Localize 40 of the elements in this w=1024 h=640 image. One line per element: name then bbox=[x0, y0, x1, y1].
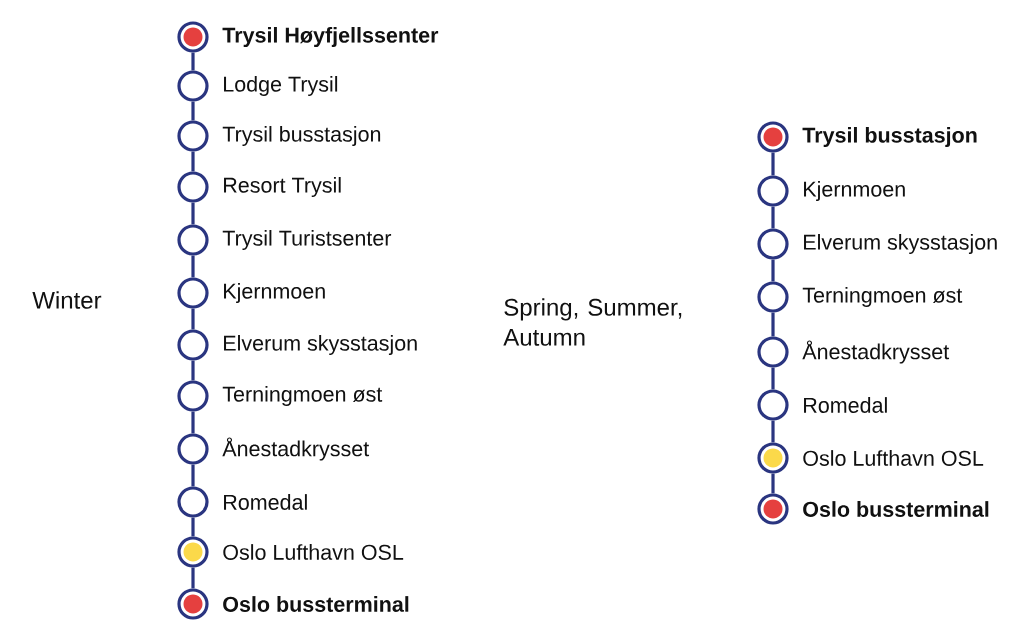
stop-name: Oslo Lufthavn OSL bbox=[223, 544, 404, 560]
stop-name: Lodge Trysil bbox=[224, 76, 338, 96]
route-line bbox=[771, 312, 775, 337]
stop-name: Elverum skysstasjon bbox=[804, 234, 997, 254]
stop-name: Trysil Høyfjellssenter bbox=[222, 27, 439, 47]
stop-name: Ånestadkrysset bbox=[222, 437, 370, 461]
route-line bbox=[771, 152, 775, 176]
stop-name: Kjernmoen bbox=[224, 283, 325, 303]
route-line bbox=[771, 473, 775, 494]
stop-name: Romedal bbox=[224, 494, 307, 510]
route-line bbox=[771, 420, 775, 443]
stop-name: Oslo Lufthavn OSL bbox=[803, 450, 984, 466]
route-line bbox=[191, 464, 195, 487]
route-line bbox=[771, 367, 775, 390]
stop-name: Ånestadkrysset bbox=[802, 340, 950, 364]
stop-name: Trysil busstasjon bbox=[222, 126, 381, 146]
stop-name: Elverum skysstasjon bbox=[224, 335, 417, 355]
stop-name: Oslo bussterminal bbox=[223, 596, 409, 612]
stop-name: Terningmoen øst bbox=[222, 386, 383, 406]
route-line bbox=[191, 567, 195, 589]
route-line bbox=[771, 259, 775, 282]
route-line bbox=[191, 52, 195, 71]
route-line bbox=[191, 255, 195, 278]
stop-name: Trysil Turistsenter bbox=[222, 230, 392, 250]
season-label: Winter bbox=[32, 291, 102, 309]
route-line bbox=[191, 202, 195, 225]
route-line bbox=[191, 411, 195, 434]
stop-name: Kjernmoen bbox=[804, 181, 905, 201]
route-line bbox=[191, 308, 195, 330]
route-line bbox=[191, 517, 195, 537]
stop-name: Terningmoen øst bbox=[802, 287, 963, 307]
stop-name: Romedal bbox=[804, 397, 887, 413]
stop-name: Trysil busstasjon bbox=[802, 127, 977, 147]
route-line bbox=[191, 360, 195, 381]
stop-name: Resort Trysil bbox=[224, 177, 341, 197]
route-line bbox=[771, 206, 775, 229]
route-line bbox=[191, 151, 195, 172]
route-line bbox=[191, 101, 195, 121]
season-label: Spring, Summer, Autumn bbox=[503, 298, 682, 346]
stop-name: Oslo bussterminal bbox=[803, 501, 989, 517]
